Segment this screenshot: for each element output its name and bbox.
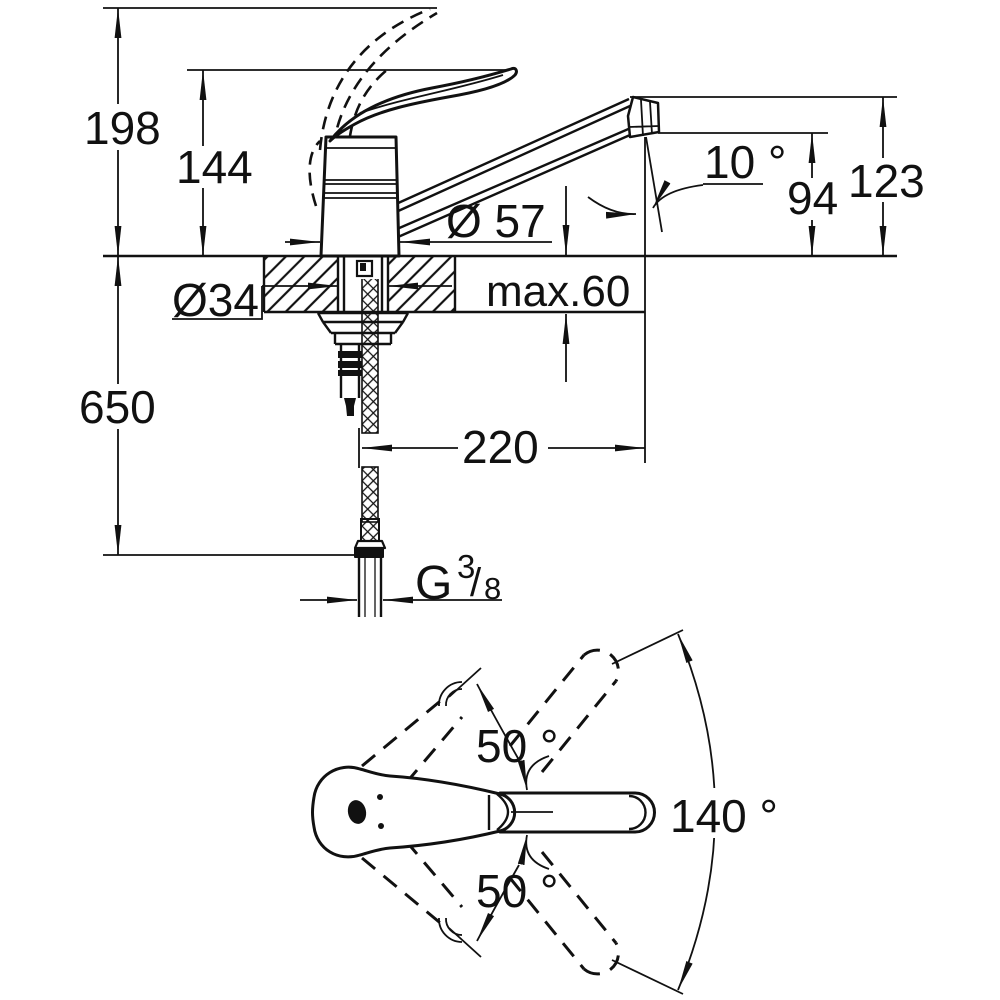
lever-raised-dashed bbox=[308, 140, 321, 207]
spout-rotated-down-dashed bbox=[361, 840, 684, 995]
dim-max-thickness-label: max.60 bbox=[486, 267, 630, 316]
dim-total-height-label: 198 bbox=[84, 102, 161, 154]
dim-spout-top-height-label: 123 bbox=[848, 155, 925, 207]
dim-hose-length-label: 650 bbox=[79, 381, 156, 433]
spout-tube-top bbox=[498, 791, 656, 834]
hose-nut bbox=[354, 548, 384, 558]
top-view bbox=[311, 629, 716, 995]
dim-10deg-arc-right bbox=[652, 180, 704, 209]
labels: 198 144 123 94 10 ° Ø 57 max.60 Ø34 650 … bbox=[75, 102, 926, 917]
thread-size-numerator: 3 bbox=[457, 548, 475, 585]
dim-body-height-label: 144 bbox=[176, 141, 253, 193]
lever-handle bbox=[328, 67, 518, 143]
thread-size-denominator: 8 bbox=[484, 571, 501, 606]
dim-hole-diameter-label: Ø34 bbox=[172, 274, 259, 326]
dim-10deg-arc-left bbox=[587, 196, 637, 219]
flexible-hose bbox=[352, 258, 387, 617]
dim-outlet-height-label: 94 bbox=[787, 172, 838, 224]
thread-size-g-label: G bbox=[415, 557, 452, 610]
dim-50-lower-inner bbox=[517, 834, 550, 870]
thread-size-slash: / bbox=[470, 561, 482, 605]
dim-outlet-angle-label: 10 ° bbox=[704, 136, 786, 188]
side-view bbox=[103, 7, 897, 617]
dim-50-lower-outer bbox=[476, 864, 520, 942]
dim-50-upper-outer bbox=[476, 683, 520, 761]
spout-rotated-up-dashed bbox=[361, 629, 684, 784]
faucet-body-side bbox=[308, 7, 661, 258]
handle-hole bbox=[347, 800, 367, 824]
handle-body-top bbox=[311, 765, 553, 859]
dim-base-diameter-label: Ø 57 bbox=[446, 195, 546, 247]
mounting-hardware bbox=[316, 311, 410, 416]
dim-spout-reach-label: 220 bbox=[462, 421, 539, 473]
dim-swivel-range-label: 140 ° bbox=[670, 790, 778, 842]
dim-50-upper-inner bbox=[517, 755, 550, 791]
dim-swing-upper-label: 50 ° bbox=[476, 720, 558, 772]
dim-swing-lower-label: 50 ° bbox=[476, 865, 558, 917]
